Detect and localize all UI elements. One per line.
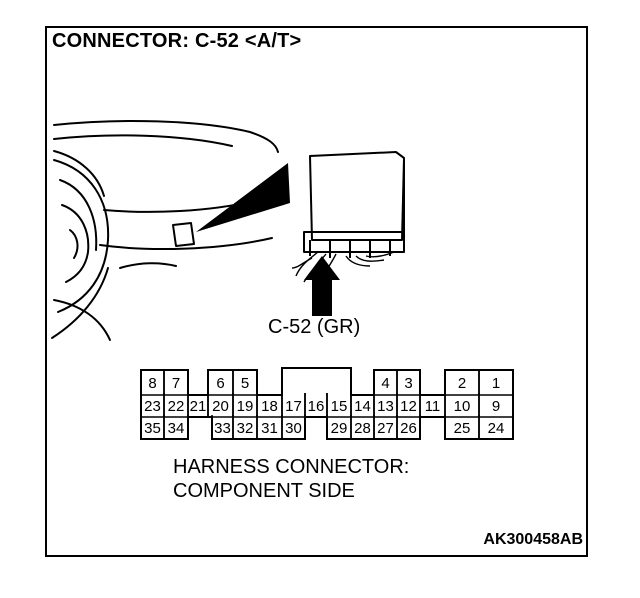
pin-23: 23 xyxy=(144,398,161,415)
harness-caption: HARNESS CONNECTOR: COMPONENT SIDE xyxy=(173,455,409,503)
connector-title: CONNECTOR: C-52 <A/T> xyxy=(52,30,302,52)
pin-27: 27 xyxy=(377,420,394,437)
pin-9: 9 xyxy=(491,398,501,415)
caption-line-1: HARNESS CONNECTOR: xyxy=(173,456,410,478)
pin-26: 26 xyxy=(400,420,417,437)
pin-8: 8 xyxy=(148,375,157,392)
pin-7: 7 xyxy=(171,375,181,392)
pin-32: 32 xyxy=(236,420,254,437)
caption-line-2: COMPONENT SIDE xyxy=(173,480,355,502)
pin-2: 2 xyxy=(457,375,467,392)
pin-35: 35 xyxy=(144,420,161,437)
pin-3: 3 xyxy=(404,375,413,392)
pin-15: 15 xyxy=(330,398,348,415)
pin-20: 20 xyxy=(212,398,229,415)
pin-18: 18 xyxy=(261,398,278,415)
pin-25: 25 xyxy=(453,420,471,437)
pin-16: 16 xyxy=(307,398,325,415)
pin-21: 21 xyxy=(189,398,207,415)
connector-callout-label: C-52 (GR) xyxy=(268,316,361,338)
pin-10: 10 xyxy=(453,398,471,415)
pin-19: 19 xyxy=(236,398,254,415)
figure-code: AK300458AB xyxy=(483,531,583,548)
pin-31: 31 xyxy=(261,420,278,437)
pin-30: 30 xyxy=(285,420,302,437)
pin-6: 6 xyxy=(216,375,225,392)
pin-11: 11 xyxy=(424,398,441,415)
pin-33: 33 xyxy=(214,420,231,437)
pin-13: 13 xyxy=(377,398,394,415)
pin-29: 29 xyxy=(330,420,348,437)
pin-5: 5 xyxy=(240,375,250,392)
pin-34: 34 xyxy=(167,420,185,437)
pin-24: 24 xyxy=(487,420,505,437)
pin-4: 4 xyxy=(381,375,390,392)
pin-1: 1 xyxy=(491,375,501,392)
pin-28: 28 xyxy=(354,420,371,437)
pin-14: 14 xyxy=(354,398,371,415)
pin-12: 12 xyxy=(400,398,417,415)
pin-22: 22 xyxy=(167,398,185,415)
diagram-frame xyxy=(45,26,588,557)
pin-17: 17 xyxy=(285,398,302,415)
